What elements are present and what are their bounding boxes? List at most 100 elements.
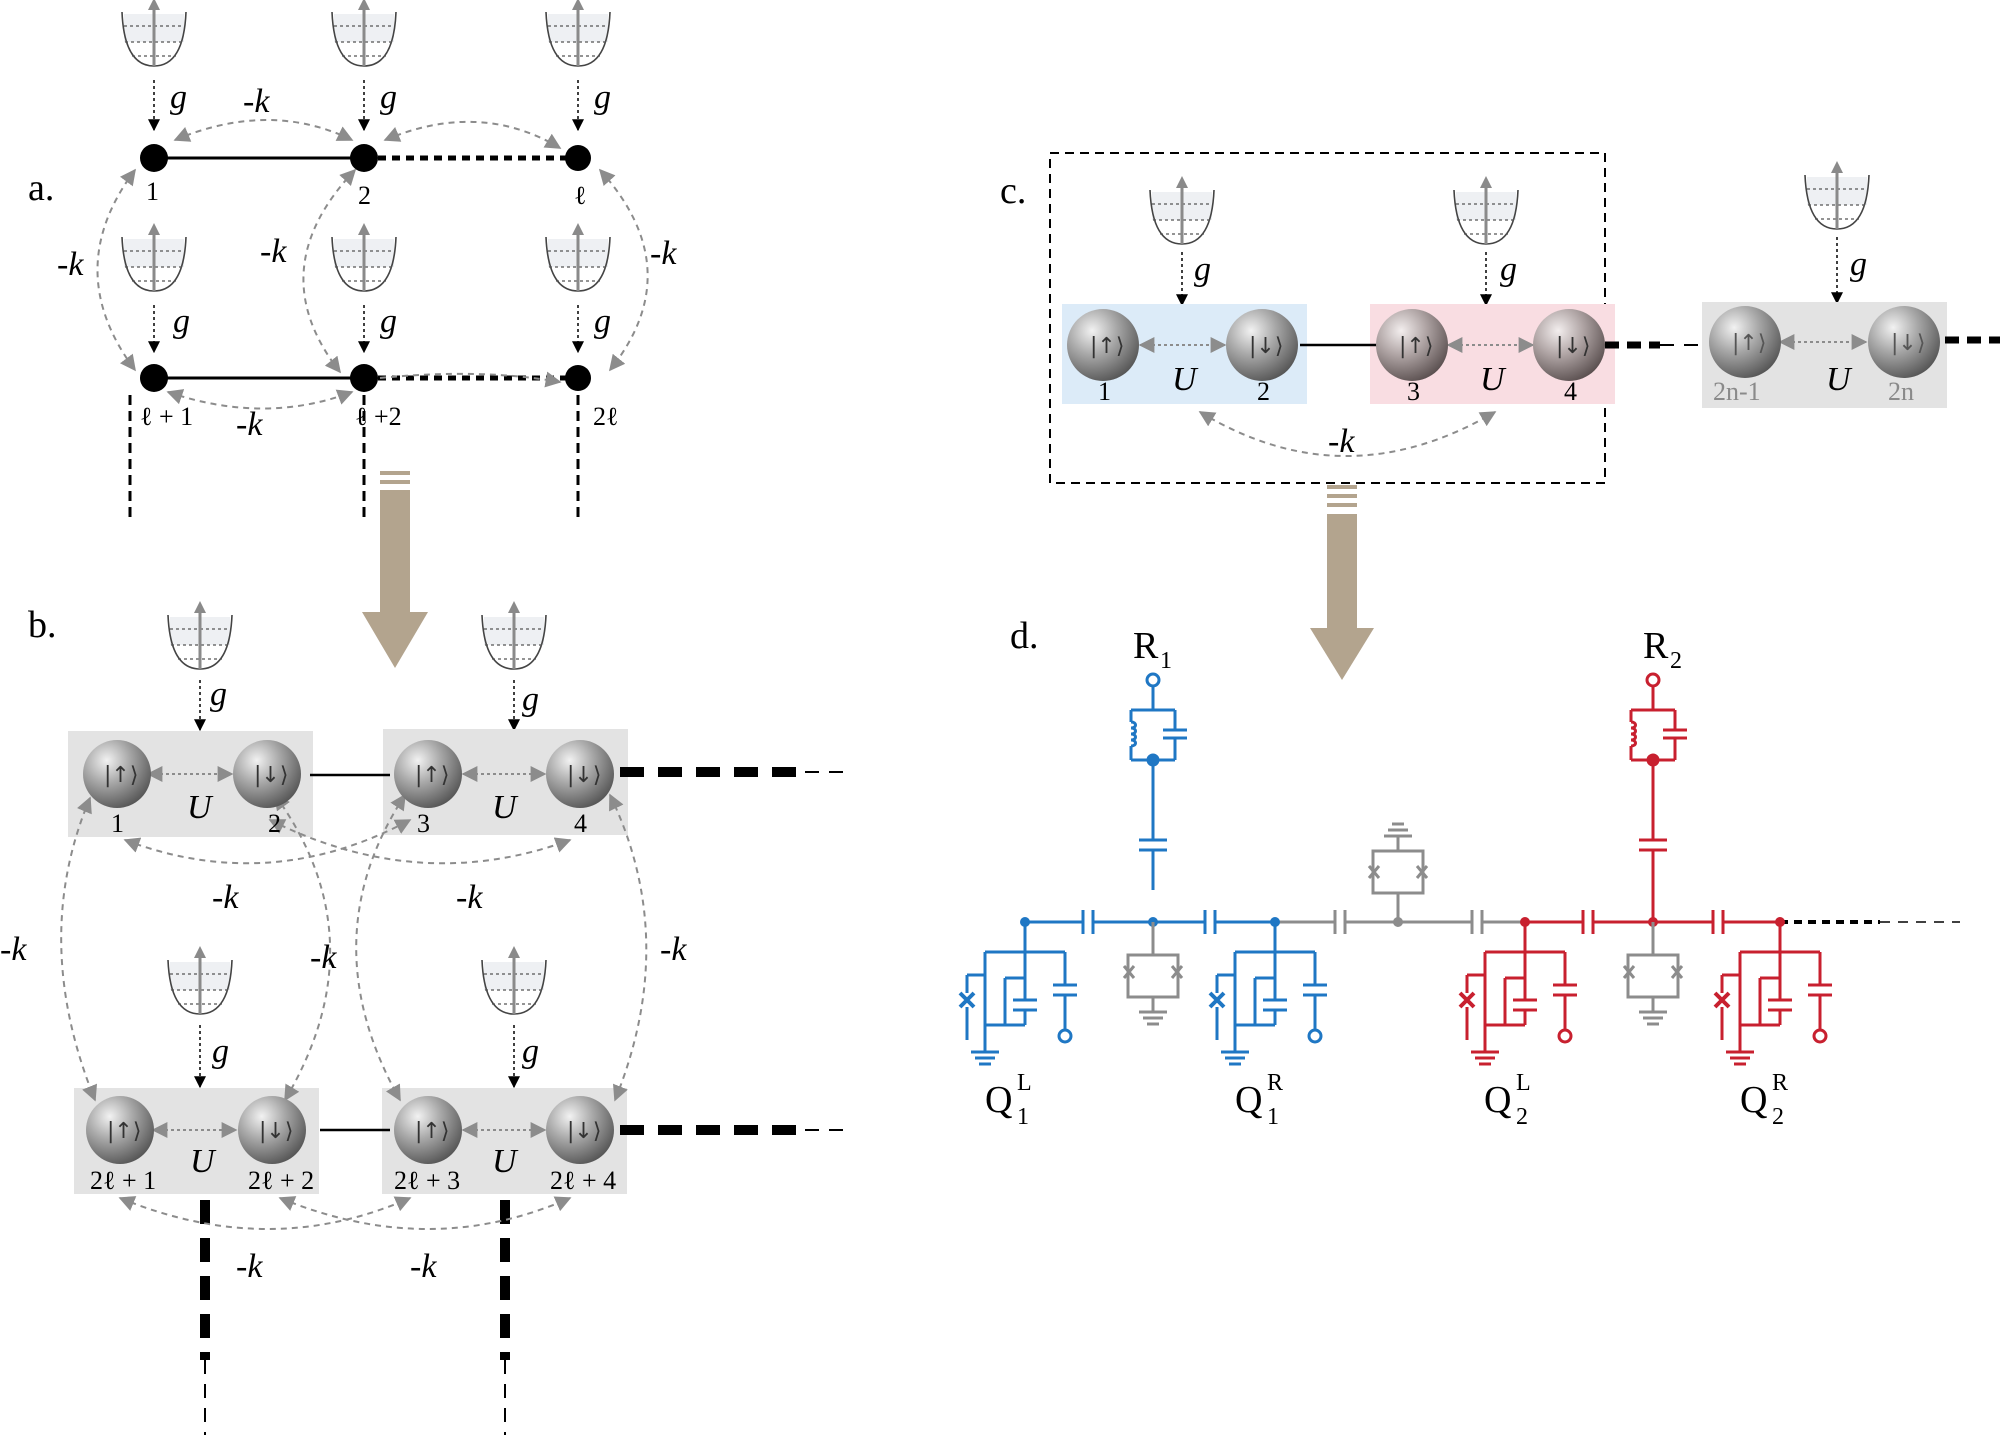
node-label: 3	[1407, 377, 1420, 406]
neg-k-label: -k	[1328, 423, 1355, 460]
node-label: 3	[417, 809, 430, 838]
qubit-label: Q	[1484, 1079, 1511, 1121]
U-label: U	[1172, 361, 1199, 398]
resonator-index: 2	[1670, 648, 1682, 674]
neg-k-label: -k	[650, 235, 677, 272]
neg-k-label: -k	[660, 931, 687, 968]
ket-down: |↓⟩	[567, 763, 601, 788]
g-label: g	[210, 676, 227, 713]
ket-up: |↑⟩	[104, 763, 138, 788]
node-label: 2	[268, 809, 281, 838]
node-label: 1	[1098, 377, 1111, 406]
qubit-sub: 1	[1017, 1104, 1029, 1130]
resonator-label: R	[1643, 625, 1669, 667]
qubit-label: Q	[1740, 1079, 1767, 1121]
U-couplings-b	[146, 766, 547, 1138]
neg-k-label: -k	[456, 879, 483, 916]
bonds-b	[200, 767, 850, 1435]
resonator-label: R	[1133, 625, 1159, 667]
g-label: g	[1500, 251, 1517, 288]
panel-a-label: a.	[28, 167, 54, 209]
qubit-sup: R	[1267, 1070, 1283, 1096]
g-label: g	[170, 79, 187, 116]
ket-down: |↓⟩	[259, 1119, 293, 1144]
g-couplings-c	[1176, 237, 1843, 307]
g-label: g	[173, 303, 190, 340]
transform-arrow-cd	[1310, 485, 1374, 680]
transform-arrow-ab	[362, 471, 428, 668]
ket-down: |↓⟩	[567, 1119, 601, 1144]
node-label: ℓ + 1	[140, 402, 193, 431]
g-label: g	[1194, 251, 1211, 288]
node-label: 1	[146, 177, 159, 206]
U-label: U	[492, 1143, 519, 1180]
neg-k-label: -k	[260, 233, 287, 270]
ket-down: |↓⟩	[1249, 334, 1283, 359]
g-label: g	[522, 681, 539, 718]
coupler-squid-center	[1367, 822, 1429, 922]
node-label: 2ℓ + 2	[248, 1166, 314, 1195]
g-label: g	[594, 79, 611, 116]
node-label: 2ℓ + 4	[550, 1166, 616, 1195]
coupler-squid	[1122, 922, 1184, 1026]
neg-k-label: -k	[212, 879, 239, 916]
g-label: g	[212, 1033, 229, 1070]
ket-up: |↑⟩	[107, 1119, 141, 1144]
node-label: 2	[1257, 377, 1270, 406]
k-couplings-a	[96, 119, 649, 410]
ket-up: |↑⟩	[415, 1119, 449, 1144]
g-label: g	[594, 303, 611, 340]
k-coupling-c	[1198, 411, 1497, 457]
U-label: U	[1480, 361, 1507, 398]
qubit-sup: R	[1772, 1070, 1788, 1096]
ket-down: |↓⟩	[1891, 331, 1925, 356]
panel-d-label: d.	[1010, 615, 1039, 657]
node-label: 2n-1	[1713, 377, 1761, 406]
node-label: 4	[574, 809, 587, 838]
node-label: 1	[111, 809, 124, 838]
node-label: 2ℓ + 1	[90, 1166, 156, 1195]
k-couplings-b	[60, 793, 648, 1230]
neg-k-label: -k	[243, 83, 270, 120]
qubit-sup: L	[1516, 1070, 1531, 1096]
neg-k-label: -k	[236, 1248, 263, 1285]
g-label: g	[1850, 246, 1867, 283]
qubit-Q2L	[1458, 922, 1577, 1066]
nodes-a	[140, 144, 591, 392]
node-label: ℓ +2	[355, 402, 402, 431]
trap-icons-c	[1148, 159, 1871, 246]
qubit-Q2R	[1713, 922, 1832, 1066]
U-couplings-c	[1138, 334, 1868, 353]
neg-k-label: -k	[410, 1248, 437, 1285]
spheres-c	[1067, 306, 1940, 381]
qubit-sup: L	[1017, 1070, 1032, 1096]
neg-k-label: -k	[57, 246, 84, 283]
neg-k-label: -k	[310, 939, 337, 976]
resonator-index: 1	[1160, 648, 1172, 674]
bus-line	[1025, 910, 1960, 934]
bonds-a	[128, 155, 580, 520]
spheres-b	[83, 740, 614, 1164]
node-label: 2n	[1888, 377, 1914, 406]
qubit-sub: 1	[1267, 1104, 1279, 1130]
g-label: g	[522, 1033, 539, 1070]
U-label: U	[492, 789, 519, 826]
resonator-R1	[1129, 672, 1189, 892]
ket-down: |↓⟩	[1556, 334, 1590, 359]
g-label: g	[380, 303, 397, 340]
U-label: U	[1826, 361, 1853, 398]
qubit-sub: 2	[1772, 1104, 1784, 1130]
U-label: U	[190, 1143, 217, 1180]
ket-up: |↑⟩	[1399, 334, 1433, 359]
U-label: U	[187, 789, 214, 826]
qubit-Q1R	[1208, 922, 1327, 1066]
neg-k-label: -k	[236, 406, 263, 443]
g-couplings-a	[148, 80, 584, 354]
ket-up: |↑⟩	[1732, 331, 1766, 356]
g-couplings-b	[194, 680, 520, 1089]
panel-b-label: b.	[28, 604, 57, 646]
qubit-sub: 2	[1516, 1104, 1528, 1130]
ket-up: |↑⟩	[415, 763, 449, 788]
node-label: 2	[358, 181, 371, 210]
